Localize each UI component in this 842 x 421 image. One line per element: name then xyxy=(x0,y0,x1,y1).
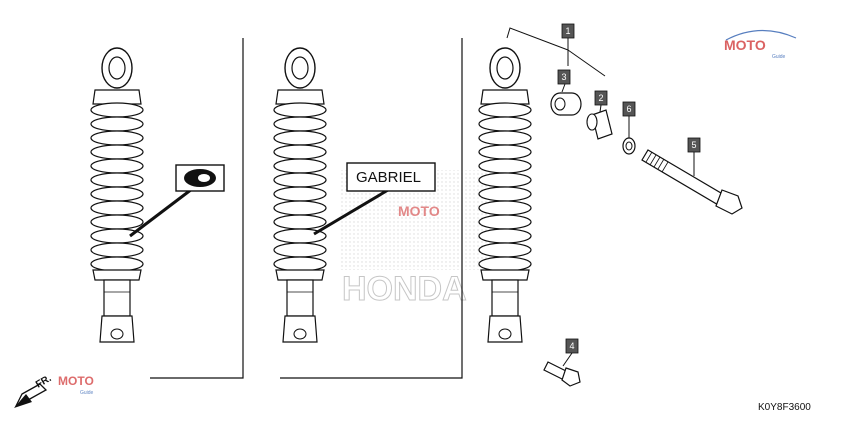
svg-text:3: 3 xyxy=(561,72,566,82)
svg-text:Guide: Guide xyxy=(772,54,786,60)
callout-box-4: 4 xyxy=(565,338,579,354)
callout-box-2: 2 xyxy=(594,90,608,106)
shock-absorber-2 xyxy=(273,47,327,343)
moto-watermark-top: MOTO Guide xyxy=(724,29,797,60)
moto-watermark-left: MOTO Guide xyxy=(58,374,94,396)
svg-text:2: 2 xyxy=(598,93,603,103)
svg-text:6: 6 xyxy=(626,104,631,114)
callout-1-leader xyxy=(506,27,606,77)
part-6-washer xyxy=(622,137,636,155)
callout-box-3: 3 xyxy=(557,69,571,85)
part-4-bolt xyxy=(543,361,581,387)
callout-box-6: 6 xyxy=(622,101,636,117)
callout-box-1: 1 xyxy=(561,23,575,39)
part-3-bushing xyxy=(550,92,582,116)
svg-text:MOTO: MOTO xyxy=(398,203,440,219)
front-direction-arrow: FR. xyxy=(14,373,54,408)
svg-text:5: 5 xyxy=(691,140,696,150)
svg-text:4: 4 xyxy=(569,341,574,351)
panel-borders xyxy=(150,38,463,379)
gabriel-label-callout: GABRIEL xyxy=(313,162,436,236)
shock-absorber-1 xyxy=(90,47,144,343)
svg-text:Guide: Guide xyxy=(80,390,94,396)
svg-text:MOTO: MOTO xyxy=(724,37,766,53)
diagram-code: K0Y8F3600 xyxy=(758,402,811,413)
shock-absorber-3 xyxy=(478,47,532,343)
svg-text:1: 1 xyxy=(565,26,570,36)
callout-leaders xyxy=(561,83,695,367)
svg-text:HONDA: HONDA xyxy=(342,270,467,308)
part-5-bolt xyxy=(641,149,743,215)
logo-label-callout xyxy=(129,164,225,238)
front-label: FR. xyxy=(34,373,54,391)
svg-text:MOTO: MOTO xyxy=(58,374,94,388)
part-2-collar xyxy=(586,109,613,140)
gabriel-label: GABRIEL xyxy=(356,169,421,186)
moto-watermark-center: MOTO xyxy=(398,203,440,219)
callout-box-5: 5 xyxy=(687,137,701,153)
